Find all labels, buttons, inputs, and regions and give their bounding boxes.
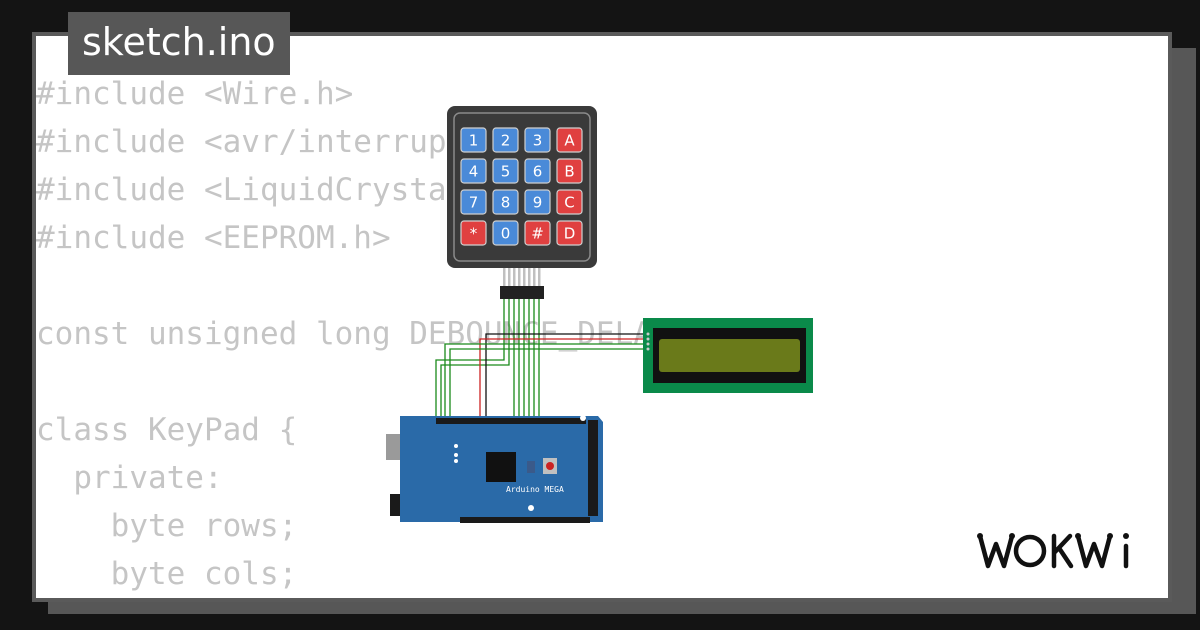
keypad-key-8[interactable]: 8 — [492, 189, 519, 215]
code-line: class KeyPad { — [36, 412, 298, 448]
keypad-pin — [513, 268, 516, 286]
keypad-pin — [503, 268, 506, 286]
keypad-key-#[interactable]: # — [524, 220, 551, 246]
keypad-key-2[interactable]: 2 — [492, 127, 519, 153]
code-line: #include <Wire.h> — [36, 76, 354, 112]
keypad-key-label: 3 — [533, 132, 543, 150]
keypad-key-label: C — [564, 194, 574, 212]
wokwi-logo — [977, 533, 1129, 569]
keypad-key-label: 6 — [533, 163, 543, 181]
arduino-mega-board[interactable]: Arduino MEGA — [386, 415, 603, 523]
keypad-key-label: 7 — [469, 194, 479, 212]
code-line: byte rows; — [36, 508, 298, 544]
keypad-key-label: 2 — [501, 132, 511, 150]
keypad-pin — [538, 268, 541, 286]
board-name-label: Arduino MEGA — [506, 485, 564, 494]
keypad-pin — [518, 268, 521, 286]
keypad-key-B[interactable]: B — [556, 158, 583, 184]
keypad-key-label: 9 — [533, 194, 543, 212]
keypad-key-D[interactable]: D — [556, 220, 583, 246]
keypad-key-label: D — [564, 225, 576, 243]
keypad-key-A[interactable]: A — [556, 127, 583, 153]
keypad-key-3[interactable]: 3 — [524, 127, 551, 153]
keypad-key-label: A — [564, 132, 575, 150]
keypad-key-label: # — [531, 225, 544, 243]
keypad-4x4[interactable]: 1 2 3 A 4 5 6 B 7 8 9 C * 0 # D — [447, 106, 597, 299]
keypad-pin — [528, 268, 531, 286]
keypad-key-0[interactable]: 0 — [492, 220, 519, 246]
keypad-key-5[interactable]: 5 — [492, 158, 519, 184]
keypad-pin — [523, 268, 526, 286]
keypad-pin — [508, 268, 511, 286]
keypad-key-6[interactable]: 6 — [524, 158, 551, 184]
keypad-key-4[interactable]: 4 — [460, 158, 487, 184]
keypad-key-9[interactable]: 9 — [524, 189, 551, 215]
lcd-1602-i2c[interactable] — [643, 318, 813, 393]
keypad-key-label: 4 — [469, 163, 479, 181]
file-name-badge: sketch.ino — [68, 12, 290, 75]
code-line: private: — [36, 460, 223, 496]
keypad-key-*[interactable]: * — [460, 220, 487, 246]
keypad-key-label: 5 — [501, 163, 511, 181]
keypad-key-C[interactable]: C — [556, 189, 583, 215]
keypad-key-7[interactable]: 7 — [460, 189, 487, 215]
keypad-key-label: B — [564, 163, 574, 181]
code-line: byte cols; — [36, 556, 298, 592]
keypad-key-label: 1 — [469, 132, 479, 150]
keypad-key-label: 8 — [501, 194, 511, 212]
code-line: #include <EEPROM.h> — [36, 220, 391, 256]
keypad-pin — [533, 268, 536, 286]
keypad-key-label: 0 — [501, 225, 511, 243]
keypad-key-label: * — [470, 225, 478, 243]
keypad-key-1[interactable]: 1 — [460, 127, 487, 153]
